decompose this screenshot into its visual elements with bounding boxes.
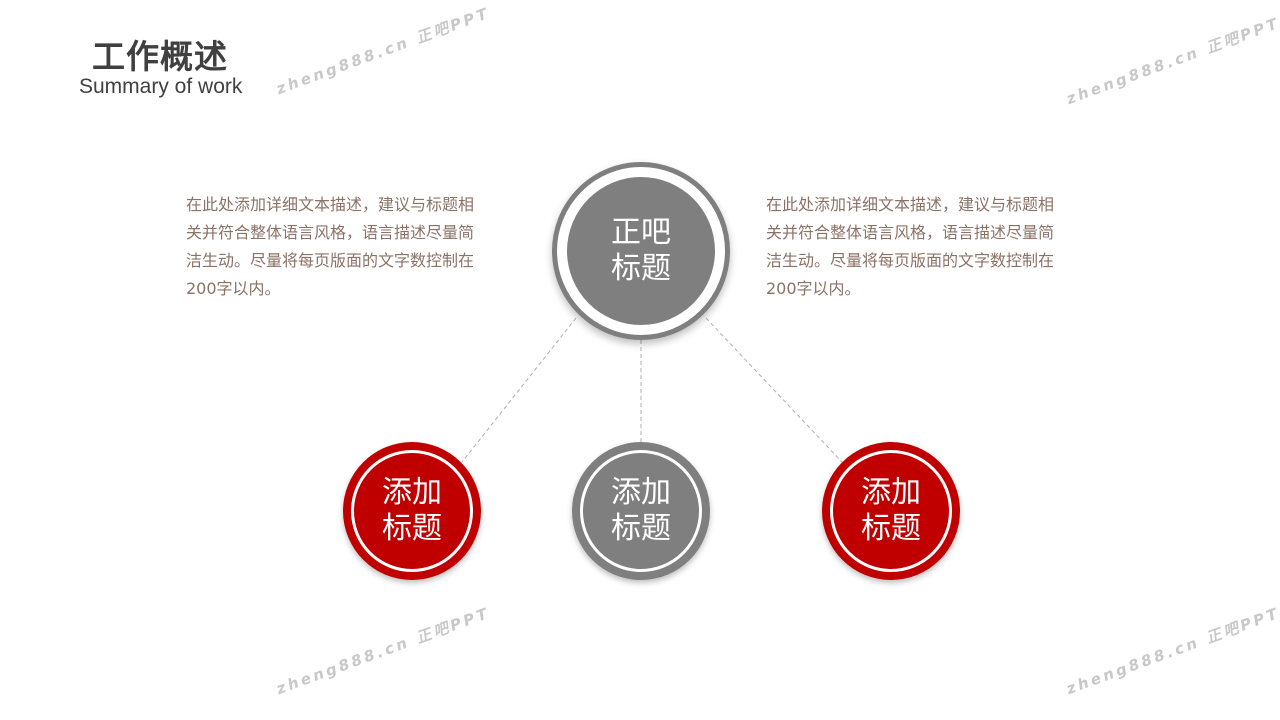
page-subtitle: Summary of work [79,75,243,98]
sub-circle-ring: 添加 标题 [351,450,473,572]
description-right-line: 200字以内。 [766,279,861,298]
sub-circle-line2: 标题 [611,511,671,546]
sub-circle-line1: 添加 [861,475,921,510]
page-title: 工作概述 [92,37,228,76]
sub-circle-line2: 标题 [861,511,921,546]
description-right-line: 在此处添加详细文本描述，建议与标题相 [766,195,1055,214]
sub-circle-right[interactable]: 添加 标题 [822,442,960,580]
sub-circle-text: 添加 标题 [382,475,442,547]
sub-circle-line1: 添加 [382,475,442,510]
sub-circle-ring: 添加 标题 [830,450,952,572]
description-left-line: 在此处添加详细文本描述，建议与标题相 [186,195,475,214]
description-right-line: 洁生动。尽量将每页版面的文字数控制在 [766,251,1055,270]
description-left-line: 洁生动。尽量将每页版面的文字数控制在 [186,251,475,270]
connector-left [461,317,577,463]
main-title-circle-fill: 正吧 标题 [567,177,715,325]
main-title-text: 正吧 标题 [611,215,671,287]
main-title-line1: 正吧 [611,215,671,250]
main-title-line2: 标题 [611,251,671,286]
connector-right [705,317,843,463]
description-left: 在此处添加详细文本描述，建议与标题相 关并符合整体语言风格，语言描述尽量简 洁生… [186,191,516,303]
sub-circle-text: 添加 标题 [861,475,921,547]
sub-circle-text: 添加 标题 [611,475,671,547]
sub-circle-line1: 添加 [611,475,671,510]
sub-circle-ring: 添加 标题 [580,450,702,572]
description-right-line: 关并符合整体语言风格，语言描述尽量简 [766,223,1055,242]
sub-circle-line2: 标题 [382,511,442,546]
main-title-circle[interactable]: 正吧 标题 [552,162,730,340]
description-right: 在此处添加详细文本描述，建议与标题相 关并符合整体语言风格，语言描述尽量简 洁生… [766,191,1096,303]
description-left-line: 关并符合整体语言风格，语言描述尽量简 [186,223,475,242]
sub-circle-center[interactable]: 添加 标题 [572,442,710,580]
sub-circle-left[interactable]: 添加 标题 [343,442,481,580]
description-left-line: 200字以内。 [186,279,281,298]
